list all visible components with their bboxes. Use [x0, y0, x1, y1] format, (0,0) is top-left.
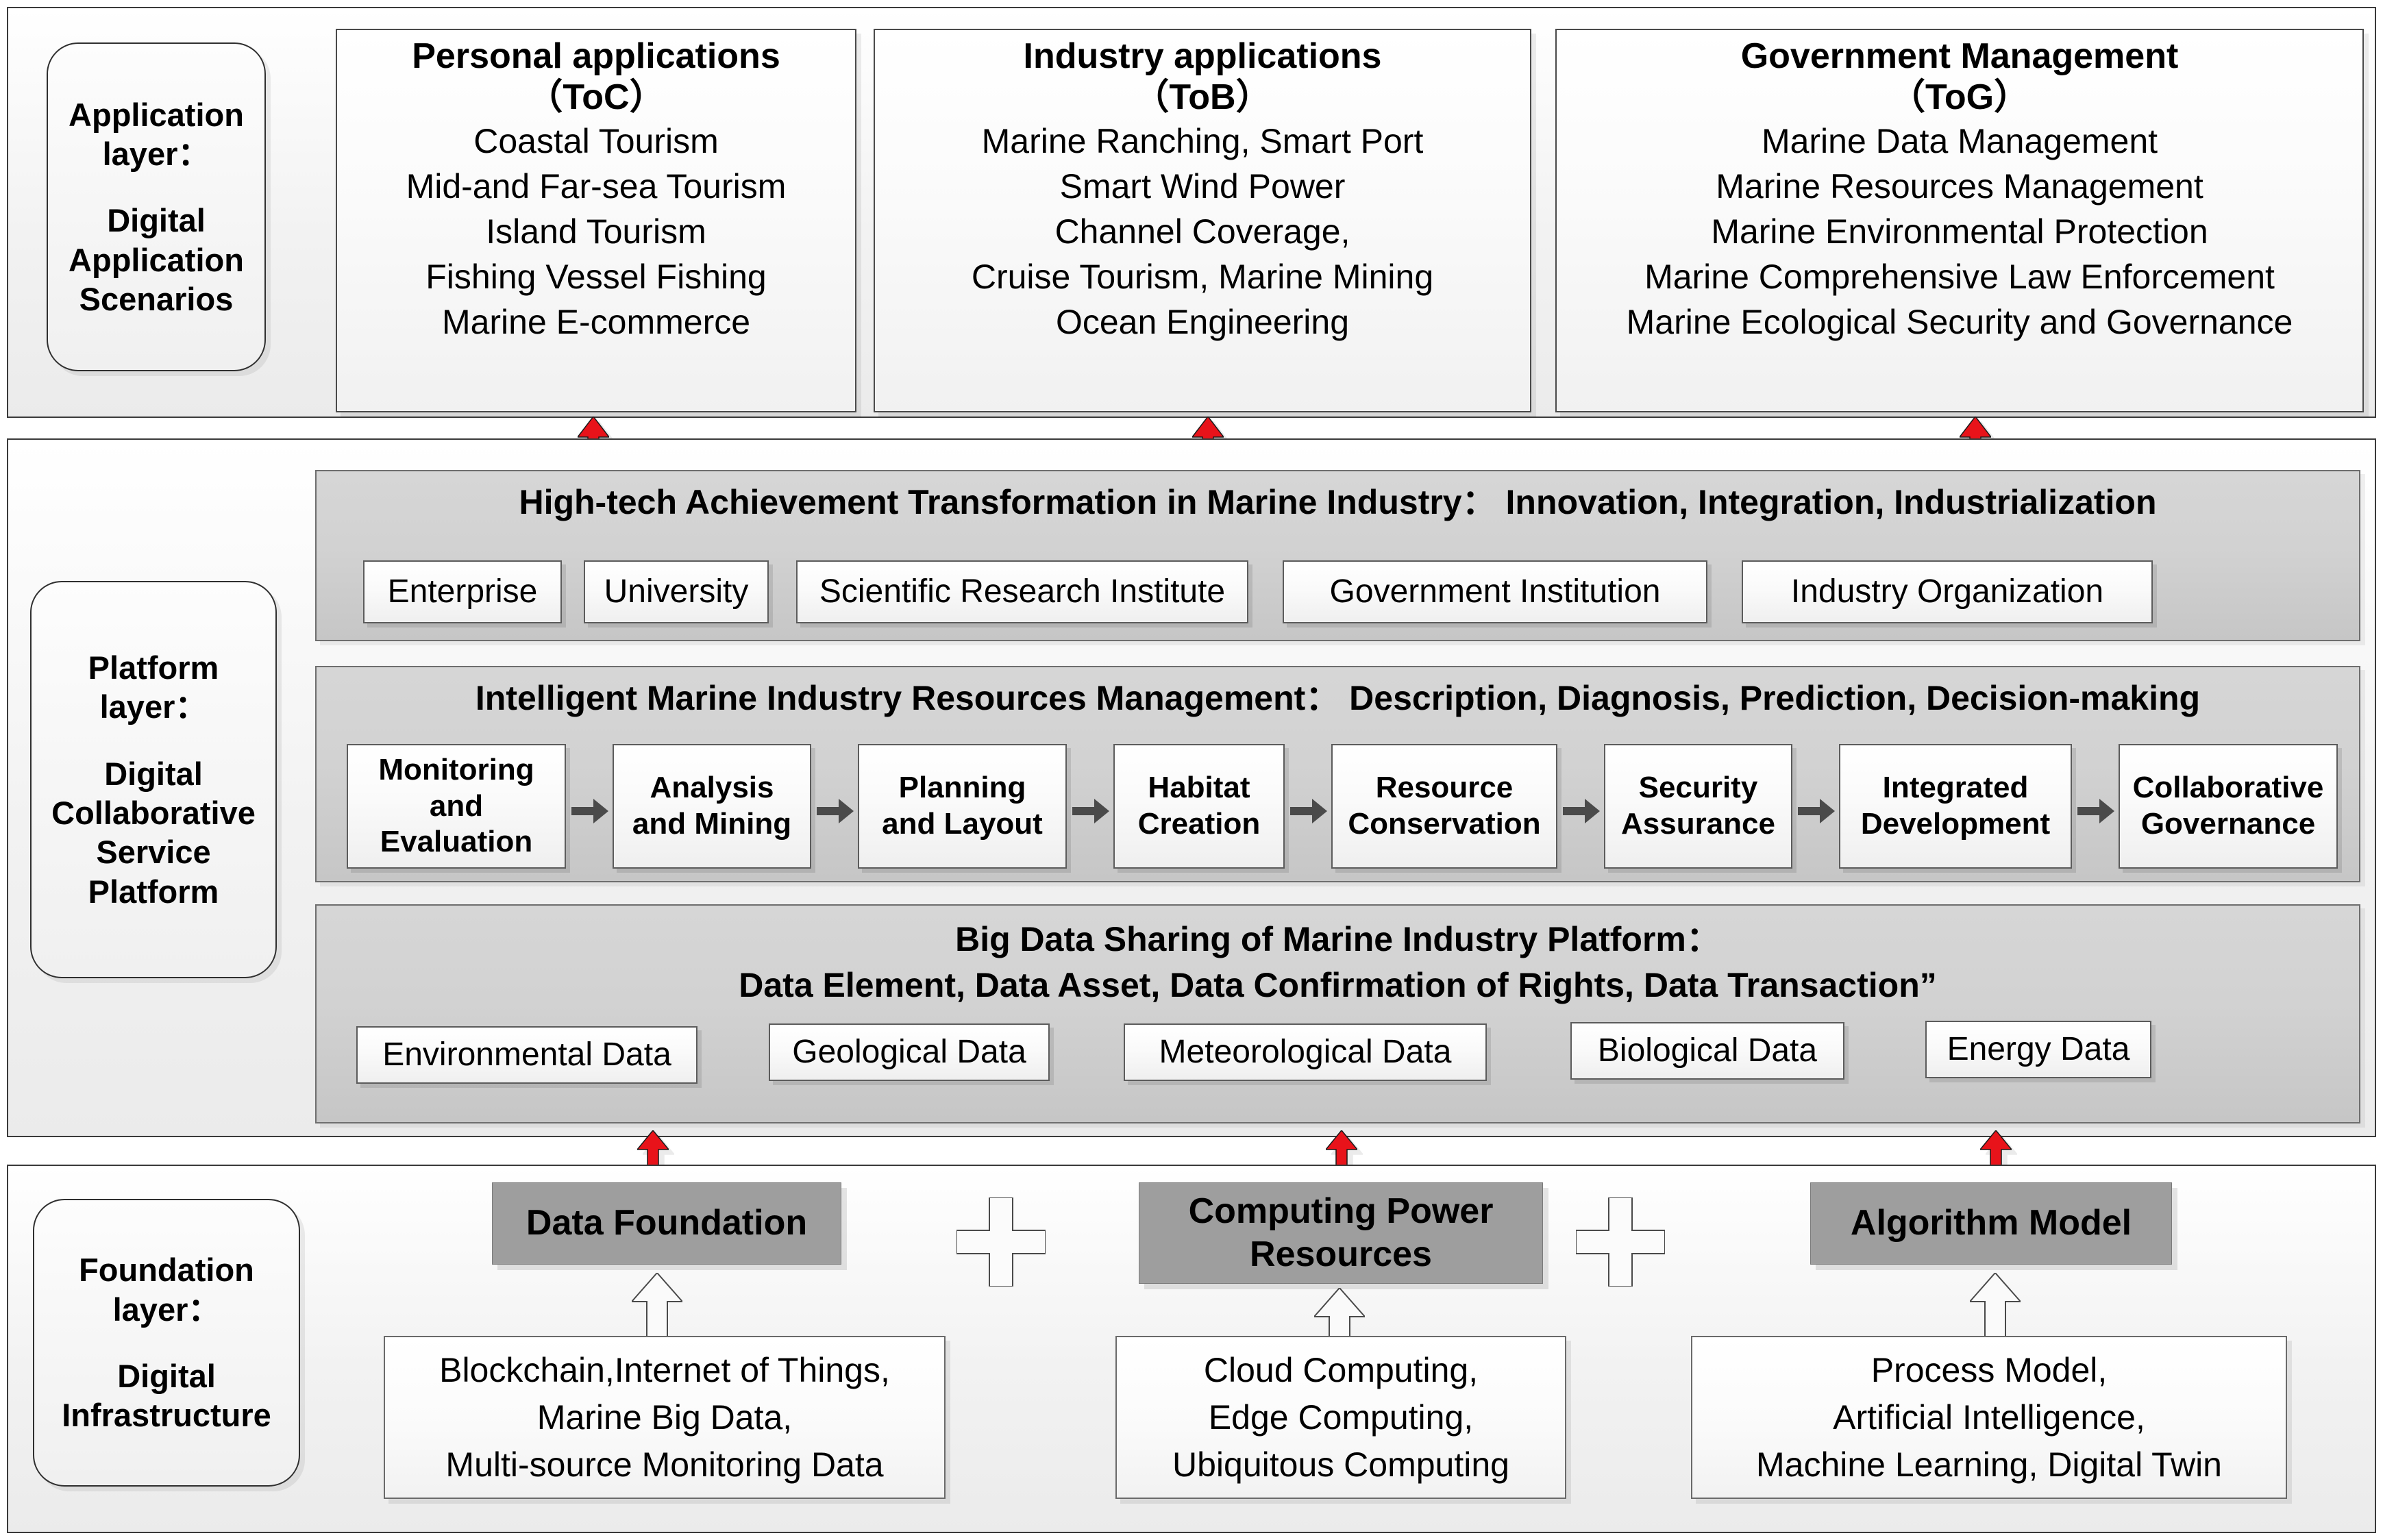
- hightech-heading: High-tech Achievement Transformation in …: [519, 483, 2157, 521]
- toc-item: Coastal Tourism: [473, 121, 719, 160]
- tob-item: Channel Coverage,: [1054, 212, 1350, 251]
- platform-chip-line-5: Service: [96, 834, 211, 871]
- flow-step-integrated-development[interactable]: Integrated Development: [1839, 744, 2072, 869]
- foundation-body-line: Artificial Intelligence,: [1833, 1398, 2145, 1437]
- tog-subtitle: （ToG）: [1889, 77, 2030, 118]
- platform-chip-line-1: Platform: [88, 649, 219, 686]
- org-node-government-institution[interactable]: Government Institution: [1283, 560, 1707, 623]
- tog-title: Government Management: [1740, 36, 2179, 76]
- application-column-tob[interactable]: Industry applications （ToB） Marine Ranch…: [874, 29, 1531, 412]
- foundation-body-line: Machine Learning, Digital Twin: [1755, 1445, 2222, 1484]
- toc-item: Island Tourism: [486, 212, 706, 251]
- flow-arrow-icon: [1563, 799, 1600, 823]
- up-arrow-icon: [632, 1273, 682, 1348]
- flow-step-resource-conservation[interactable]: Resource Conservation: [1331, 744, 1557, 869]
- flow-step-habitat-creation[interactable]: Habitat Creation: [1113, 744, 1285, 869]
- foundation-head-algorithm-model[interactable]: Algorithm Model: [1810, 1182, 2172, 1265]
- toc-subtitle: （ToC）: [527, 77, 665, 118]
- tog-item: Marine Resources Management: [1716, 166, 2203, 206]
- application-chip-line-3: Digital: [107, 202, 206, 239]
- data-node-biological[interactable]: Biological Data: [1570, 1022, 1844, 1080]
- application-column-tog[interactable]: Government Management （ToG） Marine Data …: [1555, 29, 2364, 412]
- flow-step-planning-layout[interactable]: Planning and Layout: [858, 744, 1067, 869]
- flow-step-analysis-mining[interactable]: Analysis and Mining: [613, 744, 811, 869]
- tob-item: Ocean Engineering: [1055, 302, 1350, 341]
- foundation-body-line: Ubiquitous Computing: [1172, 1445, 1509, 1484]
- panel-bigdata-sharing: Big Data Sharing of Marine Industry Plat…: [315, 904, 2360, 1123]
- foundation-chip-line-3: Digital: [117, 1357, 216, 1394]
- application-chip-line-4: Application: [69, 241, 244, 278]
- toc-item: Mid-and Far-sea Tourism: [406, 166, 787, 206]
- tob-item: Cruise Tourism, Marine Mining: [971, 257, 1434, 296]
- data-node-geological[interactable]: Geological Data: [769, 1023, 1050, 1081]
- tog-item: Marine Environmental Protection: [1711, 212, 2208, 251]
- foundation-body-computing-power[interactable]: Cloud Computing, Edge Computing, Ubiquit…: [1115, 1336, 1566, 1499]
- flow-arrow-icon: [571, 799, 608, 823]
- tob-item: Smart Wind Power: [1059, 166, 1346, 206]
- data-node-environmental[interactable]: Environmental Data: [356, 1026, 697, 1084]
- foundation-layer-chip: Foundation layer： Digital Infrastructure: [33, 1199, 300, 1487]
- toc-item: Marine E-commerce: [441, 302, 751, 341]
- platform-chip-line-6: Platform: [88, 873, 219, 910]
- platform-chip-line-4: Collaborative: [51, 794, 256, 831]
- application-column-toc[interactable]: Personal applications （ToC） Coastal Tour…: [336, 29, 856, 412]
- data-node-energy[interactable]: Energy Data: [1925, 1021, 2151, 1078]
- application-chip-line-1: Application: [69, 96, 244, 133]
- foundation-body-algorithm-model[interactable]: Process Model, Artificial Intelligence, …: [1691, 1336, 2287, 1499]
- foundation-body-line: Cloud Computing,: [1203, 1350, 1479, 1389]
- plus-icon: [956, 1197, 1046, 1287]
- application-chip-line-5: Scenarios: [79, 280, 234, 317]
- application-layer-chip: Application layer： Digital Application S…: [47, 42, 266, 371]
- foundation-chip-line-2: layer：: [112, 1291, 221, 1328]
- tog-item: Marine Comprehensive Law Enforcement: [1644, 257, 2275, 296]
- org-node-university[interactable]: University: [584, 560, 769, 623]
- tob-title: Industry applications: [1023, 36, 1382, 76]
- plus-icon: [1576, 1197, 1665, 1287]
- foundation-chip-line-1: Foundation: [79, 1252, 254, 1289]
- flow-step-collaborative-governance[interactable]: Collaborative Governance: [2119, 744, 2338, 869]
- tob-subtitle: （ToB）: [1133, 77, 1272, 118]
- flow-arrow-icon: [1072, 799, 1109, 823]
- platform-chip-line-2: layer：: [99, 688, 208, 725]
- foundation-head-data-foundation[interactable]: Data Foundation: [492, 1182, 841, 1265]
- foundation-body-line: Multi-source Monitoring Data: [445, 1445, 884, 1484]
- foundation-body-line: Blockchain,Internet of Things,: [439, 1350, 890, 1389]
- foundation-body-line: Marine Big Data,: [536, 1398, 793, 1437]
- up-arrow-icon: [1970, 1273, 2021, 1348]
- foundation-chip-line-4: Infrastructure: [62, 1397, 271, 1434]
- flow-step-security-assurance[interactable]: Security Assurance: [1604, 744, 1792, 869]
- bigdata-heading-line-2: Data Element, Data Asset, Data Confirmat…: [739, 965, 1937, 1004]
- org-node-industry-organization[interactable]: Industry Organization: [1742, 560, 2153, 623]
- tog-item: Marine Data Management: [1761, 121, 2158, 160]
- bigdata-heading-line-1: Big Data Sharing of Marine Industry Plat…: [955, 920, 1720, 958]
- flow-arrow-icon: [817, 799, 854, 823]
- up-arrow-icon: [1314, 1288, 1365, 1363]
- org-node-research-institute[interactable]: Scientific Research Institute: [796, 560, 1248, 623]
- flow-arrow-icon: [2077, 799, 2114, 823]
- flow-arrow-icon: [1798, 799, 1835, 823]
- platform-chip-line-3: Digital: [104, 755, 203, 792]
- foundation-body-line: Process Model,: [1870, 1350, 2108, 1389]
- tob-item: Marine Ranching, Smart Port: [981, 121, 1424, 160]
- application-chip-line-2: layer：: [102, 136, 210, 173]
- foundation-head-label: Computing Power Resources: [1188, 1191, 1494, 1274]
- org-node-enterprise[interactable]: Enterprise: [363, 560, 562, 623]
- toc-item: Fishing Vessel Fishing: [425, 257, 767, 296]
- panel-resources-management: Intelligent Marine Industry Resources Ma…: [315, 666, 2360, 882]
- resources-heading: Intelligent Marine Industry Resources Ma…: [475, 679, 2201, 717]
- toc-title: Personal applications: [412, 36, 780, 76]
- foundation-body-data-foundation[interactable]: Blockchain,Internet of Things, Marine Bi…: [384, 1336, 946, 1499]
- tog-item: Marine Ecological Security and Governanc…: [1626, 302, 2293, 341]
- flow-arrow-icon: [1290, 799, 1327, 823]
- foundation-head-computing-power[interactable]: Computing Power Resources: [1139, 1182, 1543, 1284]
- data-node-meteorological[interactable]: Meteorological Data: [1124, 1023, 1487, 1081]
- panel-hightech-transformation: High-tech Achievement Transformation in …: [315, 470, 2360, 641]
- foundation-body-line: Edge Computing,: [1208, 1398, 1474, 1437]
- platform-layer-chip: Platform layer： Digital Collaborative Se…: [30, 581, 277, 978]
- flow-step-monitoring-evaluation[interactable]: Monitoring and Evaluation: [347, 744, 566, 869]
